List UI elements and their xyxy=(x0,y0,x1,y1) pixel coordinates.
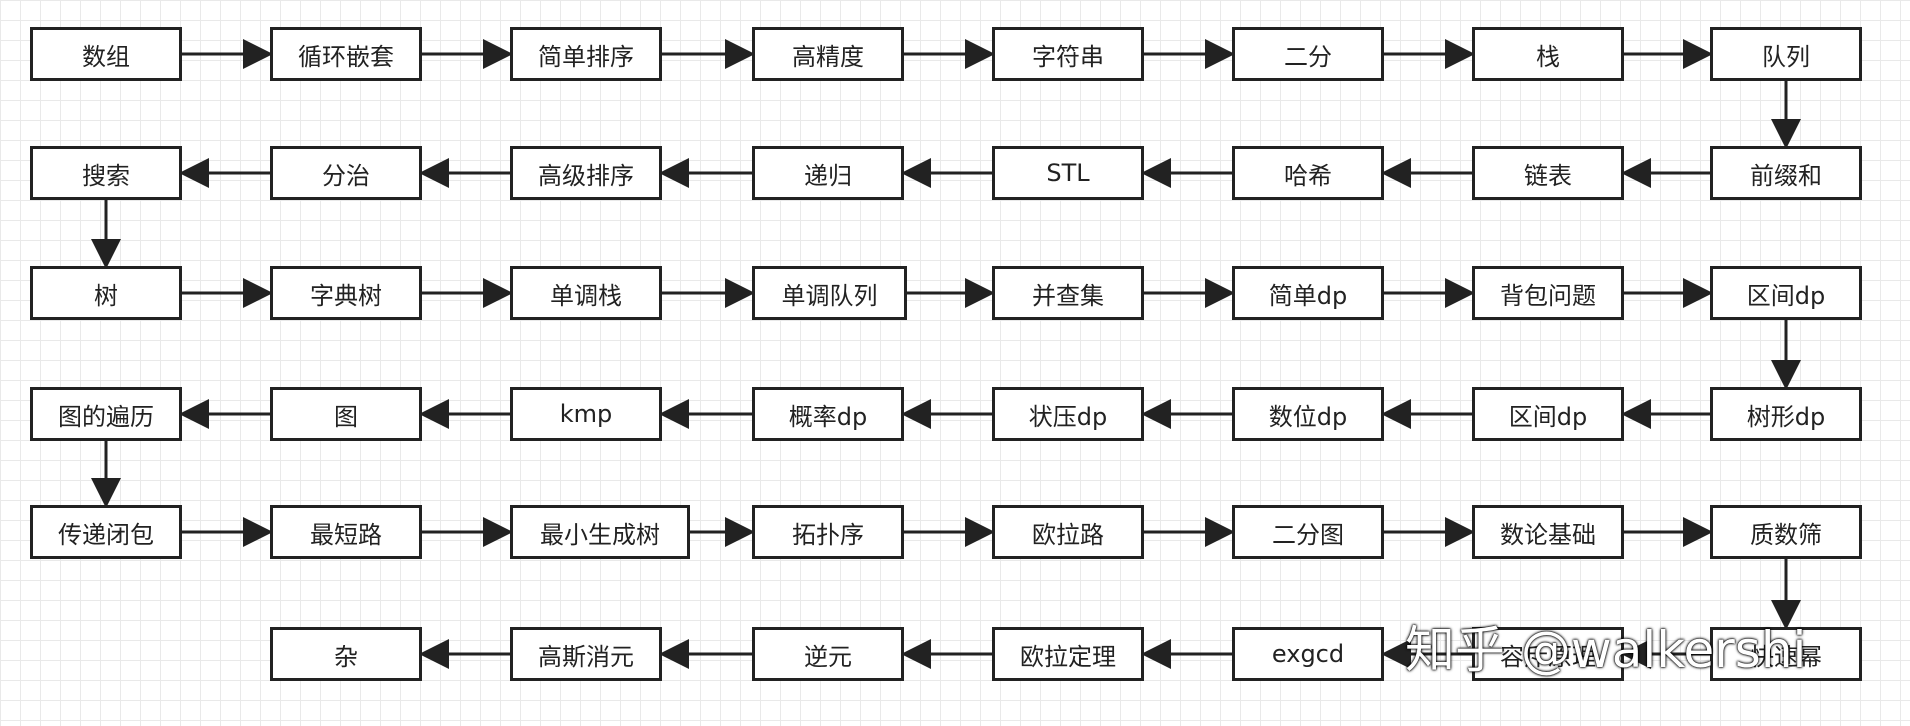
node-r1-c4: STL xyxy=(992,146,1144,200)
node-r0-c2: 简单排序 xyxy=(510,27,662,81)
node-r4-c7: 质数筛 xyxy=(1710,505,1862,559)
node-r0-c6: 栈 xyxy=(1472,27,1624,81)
node-r5-c2: 高斯消元 xyxy=(510,627,662,681)
node-r2-c5: 简单dp xyxy=(1232,266,1384,320)
node-r4-c3: 拓扑序 xyxy=(752,505,904,559)
node-r3-c0: 图的遍历 xyxy=(30,387,182,441)
node-r3-c1: 图 xyxy=(270,387,422,441)
node-r0-c0: 数组 xyxy=(30,27,182,81)
node-r4-c2: 最小生成树 xyxy=(510,505,690,559)
node-r5-c5: exgcd xyxy=(1232,627,1384,681)
node-r3-c7: 树形dp xyxy=(1710,387,1862,441)
node-r3-c4: 状压dp xyxy=(992,387,1144,441)
node-r4-c6: 数论基础 xyxy=(1472,505,1624,559)
node-r1-c2: 高级排序 xyxy=(510,146,662,200)
node-r2-c6: 背包问题 xyxy=(1472,266,1624,320)
node-r1-c7: 前缀和 xyxy=(1710,146,1862,200)
node-r3-c3: 概率dp xyxy=(752,387,904,441)
node-r4-c1: 最短路 xyxy=(270,505,422,559)
node-r5-c1: 杂 xyxy=(270,627,422,681)
node-r2-c3: 单调队列 xyxy=(752,266,907,320)
node-r5-c6: 容斥原理 xyxy=(1472,627,1624,681)
node-r1-c5: 哈希 xyxy=(1232,146,1384,200)
node-r4-c5: 二分图 xyxy=(1232,505,1384,559)
node-r1-c6: 链表 xyxy=(1472,146,1624,200)
node-r4-c0: 传递闭包 xyxy=(30,505,182,559)
node-r0-c3: 高精度 xyxy=(752,27,904,81)
node-r2-c1: 字典树 xyxy=(270,266,422,320)
node-r0-c7: 队列 xyxy=(1710,27,1862,81)
node-r5-c3: 逆元 xyxy=(752,627,904,681)
node-r2-c2: 单调栈 xyxy=(510,266,662,320)
node-r2-c4: 并查集 xyxy=(992,266,1144,320)
node-r4-c4: 欧拉路 xyxy=(992,505,1144,559)
node-r1-c1: 分治 xyxy=(270,146,422,200)
edges xyxy=(91,39,1801,669)
node-r2-c7: 区间dp xyxy=(1710,266,1862,320)
node-r0-c1: 循环嵌套 xyxy=(270,27,422,81)
node-r1-c3: 递归 xyxy=(752,146,904,200)
node-r0-c5: 二分 xyxy=(1232,27,1384,81)
node-r3-c2: kmp xyxy=(510,387,662,441)
node-r3-c6: 区间dp xyxy=(1472,387,1624,441)
node-r0-c4: 字符串 xyxy=(992,27,1144,81)
watermark-text: 知乎 @walkershi xyxy=(1405,621,1807,679)
node-r5-c4: 欧拉定理 xyxy=(992,627,1144,681)
node-r2-c0: 树 xyxy=(30,266,182,320)
node-r5-c7: 快速幂 xyxy=(1710,627,1862,681)
node-r3-c5: 数位dp xyxy=(1232,387,1384,441)
node-r1-c0: 搜索 xyxy=(30,146,182,200)
